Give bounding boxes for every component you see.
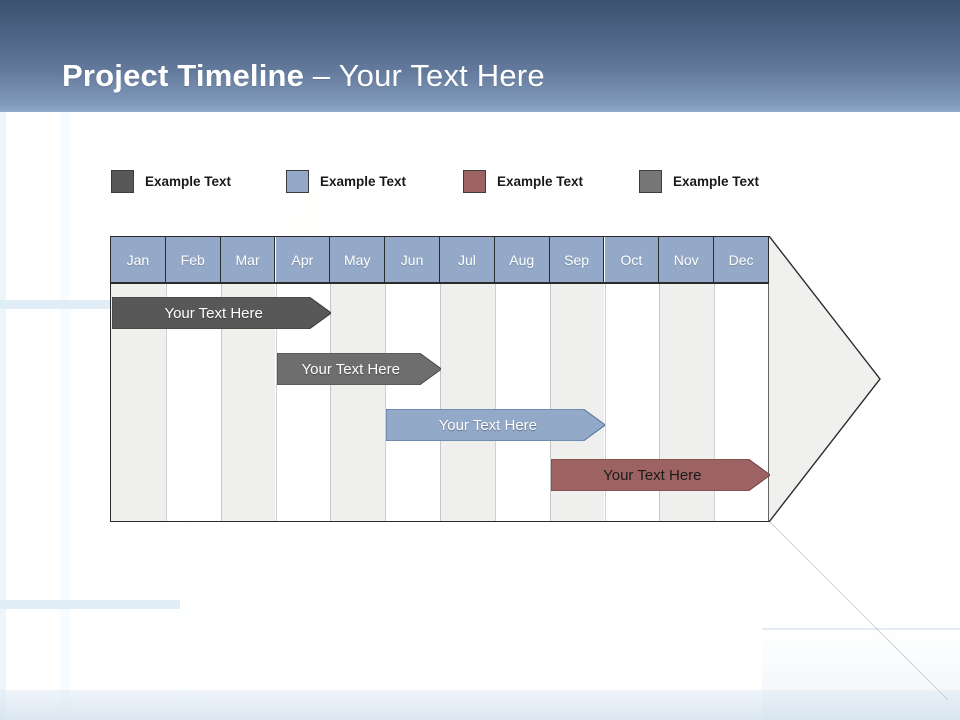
task-bar[interactable]: Your Text Here	[112, 297, 332, 329]
legend-label: Example Text	[320, 174, 407, 189]
month-header-cell-sep[interactable]: Sep	[549, 237, 605, 282]
grid-line	[385, 282, 387, 521]
grid-line	[330, 282, 332, 521]
legend-swatch-icon	[286, 170, 309, 193]
month-header-cell-may[interactable]: May	[330, 237, 386, 282]
month-header-cell-jul[interactable]: Jul	[440, 237, 495, 282]
grid-line	[659, 282, 661, 521]
month-header-cell-feb[interactable]: Feb	[165, 237, 221, 282]
month-column	[165, 237, 221, 521]
grid-line	[714, 282, 716, 521]
month-header-cell-dec[interactable]: Dec	[714, 237, 769, 282]
window-frame-horizontal	[0, 600, 180, 609]
task-bar-shape	[112, 297, 332, 329]
task-bar[interactable]: Your Text Here	[386, 409, 606, 441]
legend-swatch-icon	[463, 170, 486, 193]
month-column	[440, 237, 495, 521]
task-bar[interactable]: Your Text Here	[550, 459, 770, 491]
header-underline	[111, 282, 769, 284]
legend-label: Example Text	[497, 174, 584, 189]
grid-lines	[111, 237, 769, 521]
grid-line	[604, 282, 606, 521]
task-bar-label: Your Text Here	[301, 360, 400, 378]
month-column	[111, 237, 166, 521]
task-bar-label: Your Text Here	[603, 466, 702, 484]
task-bar-shape	[276, 353, 441, 385]
grid-line	[494, 282, 496, 521]
task-bar-label: Your Text Here	[164, 304, 263, 322]
legend: Example Text Example Text Example Text E…	[111, 170, 831, 194]
grid-line	[275, 282, 277, 521]
title-band: Project Timeline – Your Text Here	[0, 0, 960, 112]
page-title: Project Timeline – Your Text Here	[62, 58, 545, 94]
grid-line	[220, 282, 222, 521]
legend-item-3[interactable]: Example Text	[463, 170, 583, 193]
month-header-cell-aug[interactable]: Aug	[494, 237, 550, 282]
timeline-arrow-head	[768, 236, 882, 522]
month-header-cell-nov[interactable]: Nov	[659, 237, 715, 282]
task-bar-shape	[550, 459, 770, 491]
month-column	[220, 237, 276, 521]
month-header-cell-jun[interactable]: Jun	[385, 237, 440, 282]
task-bar-shape	[386, 409, 606, 441]
page-title-bold: Project Timeline	[62, 58, 305, 93]
task-bar-label: Your Text Here	[438, 416, 538, 434]
legend-item-2[interactable]: Example Text	[286, 170, 406, 193]
grid-line	[440, 282, 441, 521]
background-floor	[0, 690, 960, 720]
legend-label: Example Text	[145, 174, 232, 189]
legend-swatch-icon	[111, 170, 134, 193]
month-header-cell-oct[interactable]: Oct	[604, 237, 660, 282]
page-title-light: Your Text Here	[338, 58, 545, 93]
legend-item-4[interactable]: Example Text	[639, 170, 759, 193]
task-bar[interactable]: Your Text Here	[276, 353, 441, 385]
grid-line	[165, 282, 167, 521]
month-header-cell-apr[interactable]: Apr	[275, 237, 331, 282]
month-column	[494, 237, 550, 521]
month-header-cell-mar[interactable]: Mar	[220, 237, 276, 282]
month-header-cell-jan[interactable]: Jan	[111, 237, 166, 282]
grid-line	[549, 282, 551, 521]
legend-label: Example Text	[673, 174, 760, 189]
legend-swatch-icon	[639, 170, 662, 193]
legend-item-1[interactable]: Example Text	[111, 170, 231, 193]
page-title-separator: –	[304, 58, 339, 93]
